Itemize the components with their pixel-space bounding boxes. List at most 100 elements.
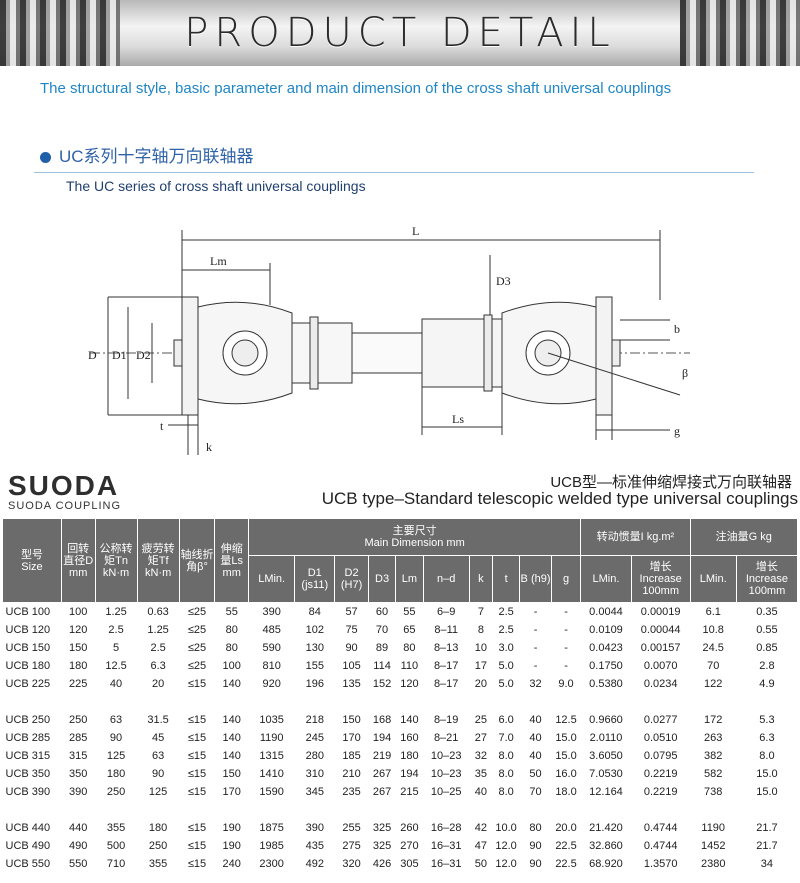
- table-cell: 7: [477, 606, 484, 618]
- table-cell: 0.00019: [640, 606, 681, 618]
- col-header-oil: 注油量G kg: [689, 518, 799, 556]
- table-cell: 32: [474, 750, 487, 762]
- table-cell: 70: [375, 624, 389, 636]
- table-cell: 21.7: [756, 822, 778, 834]
- table-cell: 40: [109, 678, 123, 690]
- table-cell: 2.0110: [589, 732, 623, 744]
- col-header-lmin: LMin.: [248, 555, 296, 603]
- table-cell: 140: [222, 714, 241, 726]
- table-cell: 5: [112, 642, 120, 654]
- section-heading-text: UC系列十字轴万向联轴器: [59, 147, 254, 166]
- table-cell: 440: [69, 822, 88, 834]
- table-cell: UCB 250: [5, 714, 51, 726]
- table-cell: 492: [305, 858, 324, 870]
- table-cell: 90: [529, 840, 542, 852]
- table-cell: 325: [372, 840, 392, 852]
- dim-label-D: D: [88, 348, 97, 362]
- table-cell: 382: [704, 750, 723, 762]
- table-cell: 150: [222, 768, 241, 780]
- table-cell: ≤25: [187, 606, 207, 618]
- table-cell: 218: [305, 714, 324, 726]
- table-cell: 0.4744: [643, 840, 678, 852]
- table-cell: 219: [372, 750, 392, 762]
- table-cell: 110: [400, 660, 419, 672]
- product-type-cn: UCB型—标准伸缩焊接式万向联轴器: [550, 474, 792, 491]
- table-cell: 0.1750: [589, 660, 623, 672]
- table-cell: 170: [222, 786, 241, 798]
- table-cell: 3.0: [498, 642, 514, 654]
- table-cell: 15.0: [756, 768, 778, 780]
- col-header-t: t: [491, 555, 521, 603]
- product-type-en: UCB type–Standard telescopic welded type…: [321, 489, 798, 508]
- table-cell: ≤15: [187, 822, 207, 834]
- table-cell: 550: [69, 858, 88, 870]
- table-cell: UCB 150: [5, 642, 51, 654]
- table-cell: 10–23: [430, 750, 462, 762]
- table-cell: 68.920: [589, 858, 623, 870]
- table-cell: 1875: [259, 822, 284, 834]
- table-cell: 582: [704, 768, 723, 780]
- page-subtitle: The structural style, basic parameter an…: [40, 80, 672, 97]
- table-cell: 285: [69, 732, 88, 744]
- table-cell: 15.0: [555, 732, 577, 744]
- table-cell: 490: [69, 840, 88, 852]
- table-cell: 1985: [259, 840, 284, 852]
- table-cell: 590: [262, 642, 281, 654]
- table-cell: -: [533, 660, 538, 672]
- table-cell: 15.0: [555, 750, 577, 762]
- table-cell: 0.9660: [589, 714, 623, 726]
- table-cell: 63: [109, 714, 123, 726]
- table-cell: 18.0: [555, 786, 577, 798]
- table-cell: 0.0795: [643, 750, 678, 762]
- table-cell: 70: [529, 786, 542, 798]
- table-cell: 135: [342, 678, 361, 690]
- table-cell: ≤15: [187, 750, 207, 762]
- table-cell: 8–21: [433, 732, 459, 744]
- table-cell: 0.0044: [589, 606, 623, 618]
- table-cell: 75: [345, 624, 358, 636]
- table-cell: 32.860: [589, 840, 623, 852]
- table-cell: 3.6050: [589, 750, 623, 762]
- dim-label-b: b: [674, 322, 680, 336]
- table-cell: 21.7: [756, 840, 778, 852]
- table-cell: 0.0510: [643, 732, 678, 744]
- table-cell: 210: [342, 768, 361, 780]
- table-cell: 250: [106, 786, 126, 798]
- table-cell: 0.2219: [643, 768, 678, 780]
- table-cell: 21.420: [589, 822, 623, 834]
- table-cell: 140: [222, 732, 241, 744]
- table-cell: 190: [222, 840, 241, 852]
- table-cell: 435: [305, 840, 324, 852]
- table-cell: 0.85: [756, 642, 778, 654]
- table-cell: 4.9: [759, 678, 775, 690]
- table-cell: 235: [342, 786, 361, 798]
- table-cell: 8–17: [433, 678, 459, 690]
- table-cell: 280: [305, 750, 324, 762]
- table-cell: 172: [704, 714, 723, 726]
- table-cell: 90: [529, 858, 542, 870]
- table-cell: 150: [69, 642, 88, 654]
- table-cell: 250: [69, 714, 88, 726]
- table-cell: 180: [69, 660, 88, 672]
- table-cell: 250: [148, 840, 168, 852]
- table-cell: 1035: [259, 714, 284, 726]
- table-cell: 42: [474, 822, 487, 834]
- table-cell: 1452: [700, 840, 726, 852]
- table-cell: 390: [69, 786, 88, 798]
- header-banner: PRODUCT DETAIL: [0, 0, 800, 66]
- col-header-g: g: [550, 555, 582, 603]
- col-header-d1: D1 (js11): [294, 555, 336, 603]
- table-cell: 84: [308, 606, 321, 618]
- col-header-k: k: [468, 555, 493, 603]
- table-cell: 15.0: [756, 786, 778, 798]
- table-cell: 6.1: [705, 606, 721, 618]
- table-cell: 6.3: [759, 732, 775, 744]
- table-cell: 150: [342, 714, 361, 726]
- table-cell: 240: [222, 858, 241, 870]
- table-cell: 55: [403, 606, 416, 618]
- col-header-nd: n–d: [422, 555, 470, 603]
- col-header-tn: 公称转矩Tn kN·m: [94, 518, 138, 603]
- table-cell: 12.5: [555, 714, 577, 726]
